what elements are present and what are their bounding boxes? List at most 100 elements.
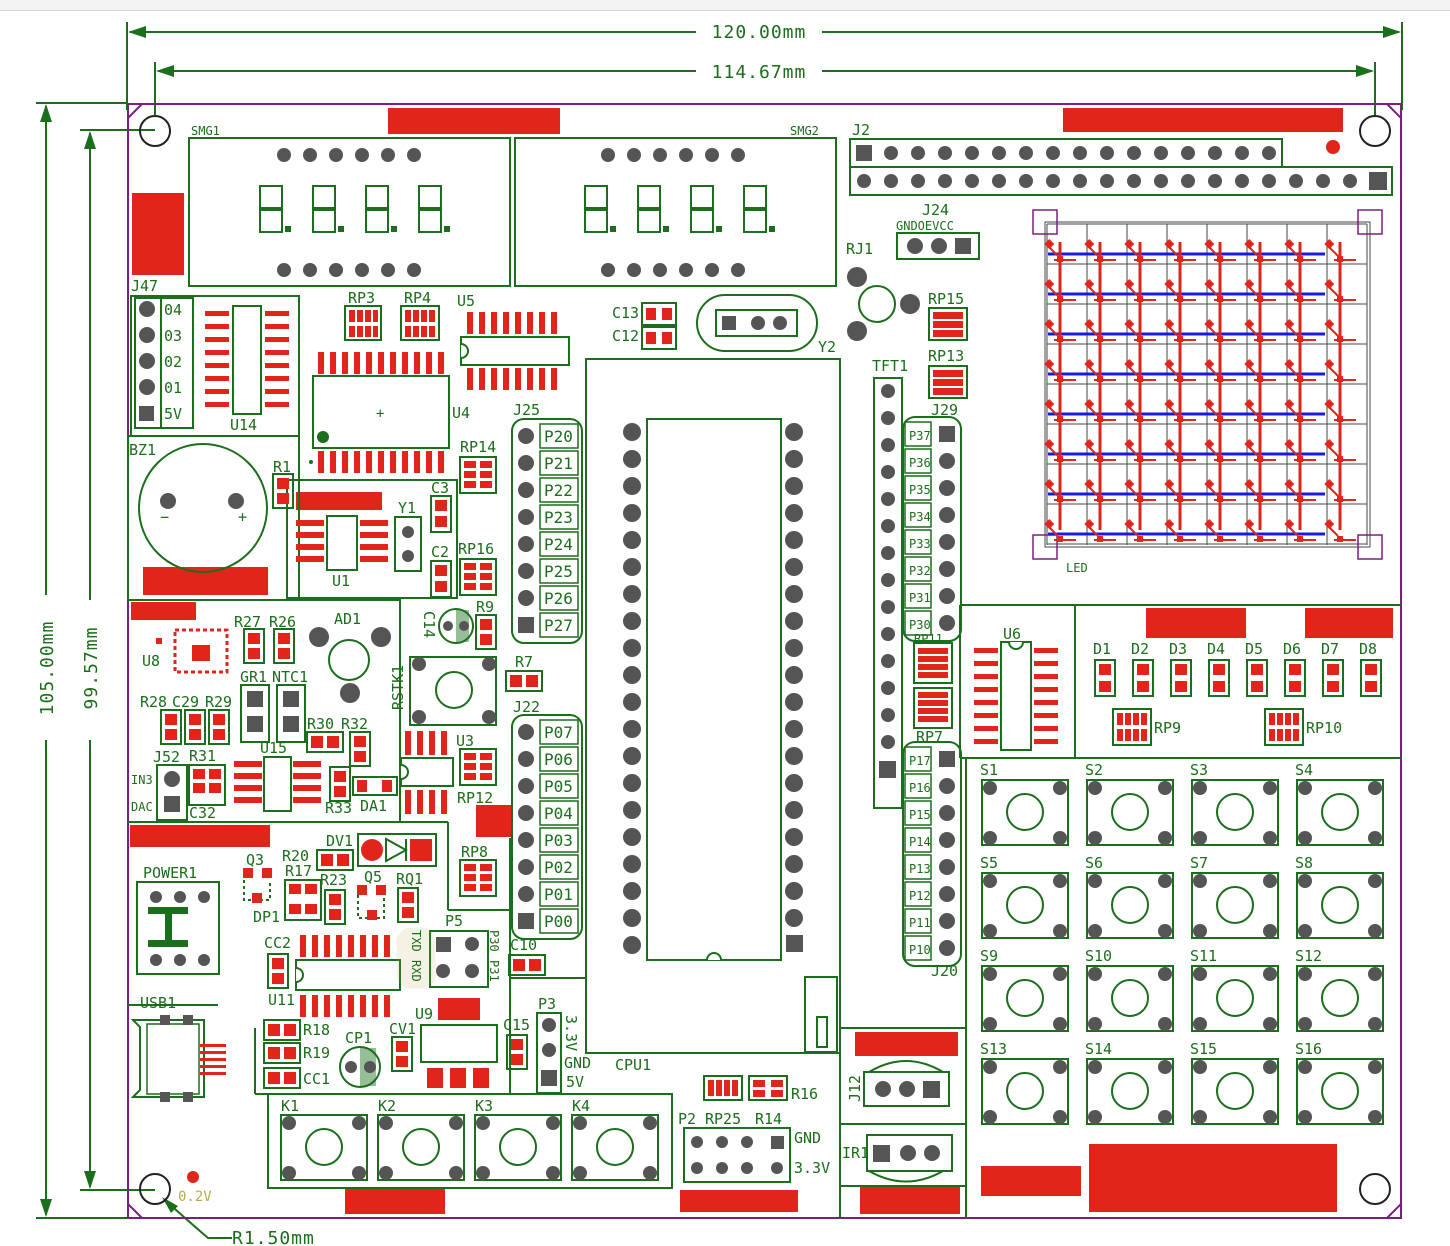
k-key[interactable]	[474, 1114, 562, 1181]
c3-label: C3	[431, 479, 449, 497]
keypad-key[interactable]	[981, 872, 1069, 939]
led-label: LED	[1066, 561, 1088, 575]
u9-label: U9	[415, 1005, 433, 1023]
header-pin-label: P32	[909, 564, 931, 578]
header-pin-label: P06	[544, 750, 573, 769]
keypad-key[interactable]	[1086, 965, 1174, 1032]
r20-label: R20	[282, 847, 309, 865]
p5-label: P5	[445, 912, 463, 930]
p2-gnd-label: GND	[794, 1129, 821, 1147]
header-pin-label: P34	[909, 510, 931, 524]
led-d-label: D7	[1321, 640, 1339, 658]
header-pin-label: P13	[909, 862, 931, 876]
r17-label: R17	[285, 862, 312, 880]
keypad-key[interactable]	[1086, 872, 1174, 939]
header-pin-label: P22	[544, 481, 573, 500]
led-matrix	[1032, 209, 1383, 560]
k-key[interactable]	[280, 1114, 368, 1181]
keypad-key[interactable]	[1191, 872, 1279, 939]
u15-label: U15	[260, 739, 287, 757]
r29-label: R29	[205, 693, 232, 711]
rp12-label: RP12	[457, 789, 493, 807]
u14-chip	[205, 305, 289, 415]
c10-cap	[508, 954, 546, 976]
dv1-diode	[357, 833, 437, 867]
large-pads	[130, 108, 1393, 1214]
j22-label: J22	[513, 698, 540, 716]
r26-label: R26	[269, 613, 296, 631]
keypad-key-label: S11	[1190, 947, 1217, 965]
rstk1-button	[409, 656, 497, 726]
k-key[interactable]	[377, 1114, 465, 1181]
keypad-key[interactable]	[981, 1058, 1069, 1125]
r9-resistor	[475, 614, 497, 650]
keypad-key[interactable]	[1191, 779, 1279, 846]
header-pin-label: P21	[544, 454, 573, 473]
keypad-key[interactable]	[1296, 779, 1384, 846]
j12-label: J12	[846, 1075, 864, 1102]
keypad-key[interactable]	[1086, 1058, 1174, 1125]
header-pin-label: P12	[909, 889, 931, 903]
keypad-key[interactable]	[981, 965, 1069, 1032]
hole-radius-label: R1.50mm	[232, 1228, 315, 1246]
r1-resistor	[272, 473, 294, 509]
j2-label: J2	[852, 121, 870, 139]
keypad-key-label: S13	[980, 1040, 1007, 1058]
width-top-label: 120.00mm	[712, 22, 807, 43]
keypad-key[interactable]	[981, 779, 1069, 846]
r7-label: R7	[515, 653, 533, 671]
rp13-network	[928, 365, 968, 399]
c29-label: C29	[172, 693, 199, 711]
c15-cap	[506, 1034, 528, 1070]
led-d-label: D2	[1131, 640, 1149, 658]
keypad-key-label: S2	[1085, 761, 1103, 779]
led-d-label: D6	[1283, 640, 1301, 658]
board-outline	[127, 103, 1402, 1219]
p2-rp25-r14	[683, 1075, 791, 1183]
header-pin-label: P24	[544, 535, 573, 554]
rp4-network	[400, 305, 440, 341]
keypad-key[interactable]	[1296, 872, 1384, 939]
rp11-network	[913, 642, 953, 684]
led-d-label: D1	[1093, 640, 1111, 658]
r33-label: R33	[325, 799, 352, 817]
header-pin-label: P31	[909, 591, 931, 605]
led-d-label: D4	[1207, 640, 1225, 658]
keypad-key[interactable]	[1191, 1058, 1279, 1125]
header-pin-label: P00	[544, 912, 573, 931]
keypad-key[interactable]	[1296, 965, 1384, 1032]
keypad-key-label: S1	[980, 761, 998, 779]
u3-label: U3	[456, 732, 474, 750]
header-pin-label: P20	[544, 427, 573, 446]
dv1-label: DV1	[326, 832, 353, 850]
cpu1-pins	[623, 423, 803, 954]
keypad-key[interactable]	[1191, 965, 1279, 1032]
cv1-label: CV1	[389, 1020, 416, 1038]
keypad-key-label: S10	[1085, 947, 1112, 965]
tft1-header	[873, 377, 903, 809]
u3-chip	[400, 731, 454, 814]
k-key[interactable]	[571, 1114, 659, 1181]
rp10-network	[1264, 708, 1304, 746]
ad1-potentiometer	[309, 627, 391, 703]
keypad-key-label: S6	[1085, 854, 1103, 872]
dimension-lines	[36, 22, 1403, 1239]
c2-label: C2	[431, 543, 449, 561]
keypad-key[interactable]	[1086, 779, 1174, 846]
u11-label: U11	[268, 991, 295, 1009]
keypad-key[interactable]	[1296, 1058, 1384, 1125]
r23-label: R23	[320, 871, 347, 889]
usb1-connector	[130, 1015, 226, 1102]
c10-label: C10	[510, 936, 537, 954]
seven-seg-digit	[584, 185, 616, 233]
k-key-label: K4	[572, 1097, 590, 1115]
header-pin-label: P16	[909, 781, 931, 795]
k-key-label: K2	[378, 1097, 396, 1115]
k-keys-region	[267, 1093, 673, 1189]
rp7-network	[913, 687, 953, 729]
c2-cap	[430, 560, 452, 598]
header-pin-label: P27	[544, 616, 573, 635]
j47-pin-label: 5V	[164, 405, 182, 423]
header-pin-label: P15	[909, 808, 931, 822]
